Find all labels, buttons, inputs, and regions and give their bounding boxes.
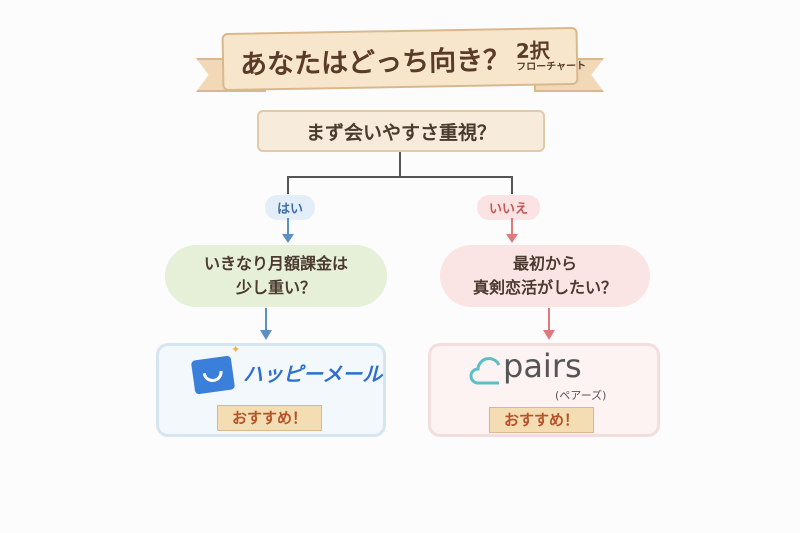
sparkle-icon: ✦ (231, 343, 241, 356)
no-question-line1: 最初から (512, 254, 577, 273)
yes-question: いきなり月額課金は少し重い？ (165, 245, 387, 307)
pairs-reading: (ペアーズ) (555, 389, 607, 402)
no-result-card: pairs (ペアーズ) おすすめ！ (428, 343, 660, 437)
yes-arrow-line-2 (265, 308, 267, 332)
no-arrow-line-2 (548, 308, 550, 332)
title-badge: 2択フローチャート (515, 38, 587, 74)
no-question: 最初から真剣恋活がしたい？ (440, 245, 650, 307)
yes-question-line2: 少し重い？ (235, 278, 316, 297)
title-banner: あなたはどっち向き？ 2択フローチャート (221, 26, 586, 92)
connector (399, 152, 401, 177)
no-arrow-line (511, 218, 513, 236)
mail-logo-icon (190, 355, 236, 395)
connector (511, 176, 513, 194)
badge-text: 2択 (515, 38, 551, 63)
no-recommend-badge: おすすめ！ (489, 407, 595, 433)
connector (287, 176, 513, 178)
no-arrow-icon-2 (543, 330, 555, 340)
no-label: いいえ (477, 195, 541, 220)
title: あなたはどっち向き？ (239, 44, 511, 81)
pairs-logo: pairs (503, 347, 582, 385)
connector (287, 176, 289, 194)
happymail-logo: ハッピーメール (243, 362, 383, 386)
yes-arrow-icon-2 (260, 330, 272, 340)
yes-label: はい (265, 195, 316, 220)
root-question: まず会いやすさ重視？ (257, 110, 545, 152)
no-question-line2: 真剣恋活がしたい？ (472, 278, 617, 297)
yes-arrow-line (287, 218, 289, 236)
title-sub: フローチャート (516, 60, 587, 73)
pairs-cloud-icon (469, 357, 501, 385)
no-arrow-icon (506, 234, 518, 243)
yes-recommend-badge: おすすめ！ (217, 405, 323, 431)
yes-arrow-icon (282, 234, 294, 243)
yes-result-card: ✦ ハッピーメール おすすめ！ (156, 343, 386, 437)
yes-question-line1: いきなり月額課金は (203, 254, 348, 273)
